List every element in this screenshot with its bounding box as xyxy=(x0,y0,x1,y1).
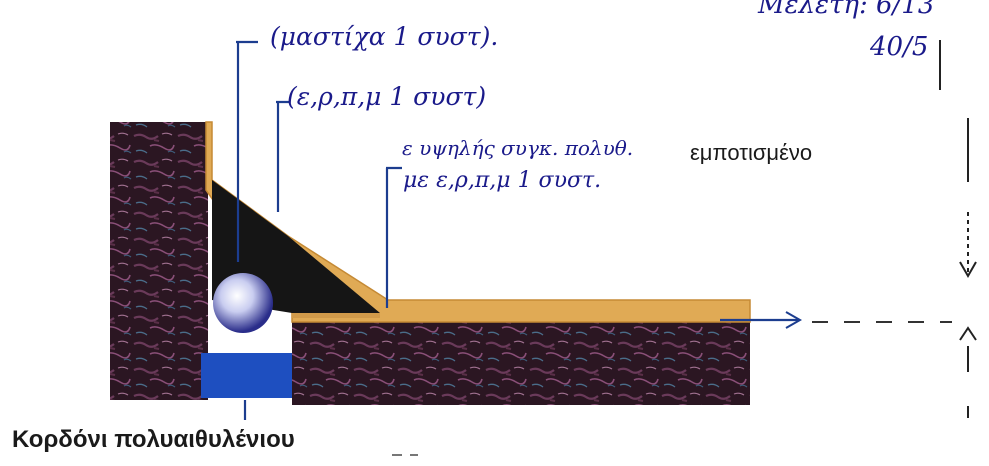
right-slab-substrate xyxy=(292,318,750,405)
label-polyethylene-cord: Κορδόνι πολυαιθυλένιου xyxy=(12,426,295,453)
left-wall-substrate xyxy=(110,122,208,400)
label-mastic: (μαστίχα 1 συστ). xyxy=(270,22,499,51)
label-epmc: (ε,ρ,π,μ 1 συστ) xyxy=(287,82,487,111)
polyethylene-cord xyxy=(213,273,273,333)
foam-backer-block xyxy=(201,353,292,398)
leader-primer xyxy=(385,166,402,308)
leader-mastic xyxy=(236,40,258,262)
label-impregnated: εμποτισμένο xyxy=(690,140,813,165)
primer-strip xyxy=(292,313,380,318)
arrow-down-icon xyxy=(959,261,977,279)
arrow-up-icon xyxy=(959,326,977,341)
leader-epmc xyxy=(276,100,290,212)
label-with-epmc: με ε,ρ,π,μ 1 συστ. xyxy=(403,168,602,193)
margin-note-1: Μελέτη: 6/13 xyxy=(758,0,935,20)
label-primer: ε υψηλής συγκ. πολυθ. xyxy=(402,136,634,160)
arrow-head-right-icon xyxy=(785,311,803,329)
margin-note-2: 40/5 xyxy=(870,32,929,62)
